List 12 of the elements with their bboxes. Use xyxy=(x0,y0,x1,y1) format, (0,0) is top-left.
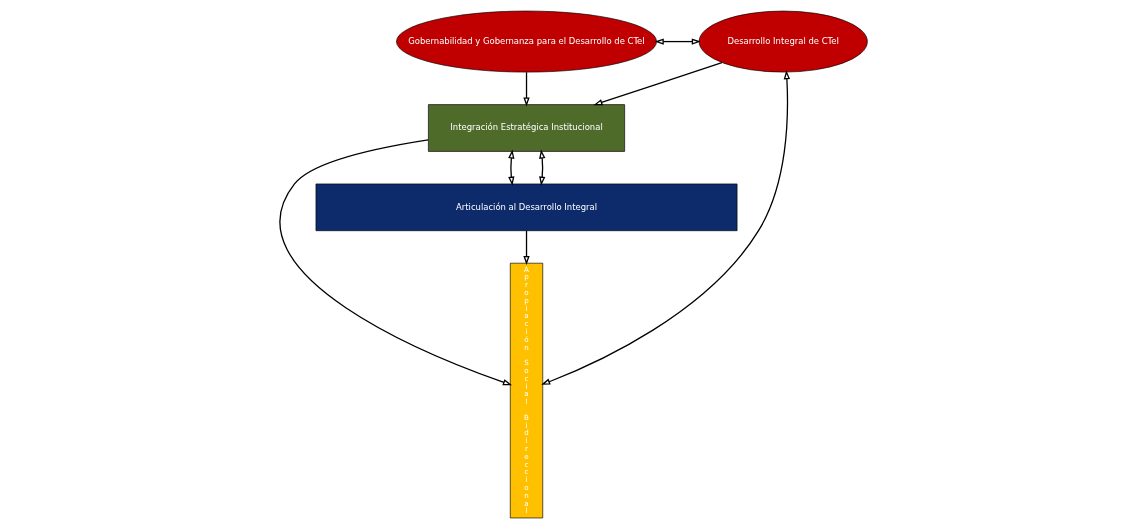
arrow xyxy=(279,139,512,386)
node-ellipse: Desarrollo Integral de CTeI xyxy=(698,10,868,73)
arrow xyxy=(540,70,790,385)
arrow xyxy=(522,230,530,266)
node-ellipse: Gobernabilidad y Gobernanza para el Desarrollo de CTeI xyxy=(395,10,657,73)
node-box: Integración Estratégica Institucional xyxy=(427,104,625,152)
arrow xyxy=(522,71,530,107)
arrow xyxy=(654,38,701,45)
node-box: Articulación al Desarrollo Integral xyxy=(315,183,737,232)
arrow xyxy=(538,149,545,186)
arrow xyxy=(507,149,514,186)
arrow xyxy=(592,61,723,106)
